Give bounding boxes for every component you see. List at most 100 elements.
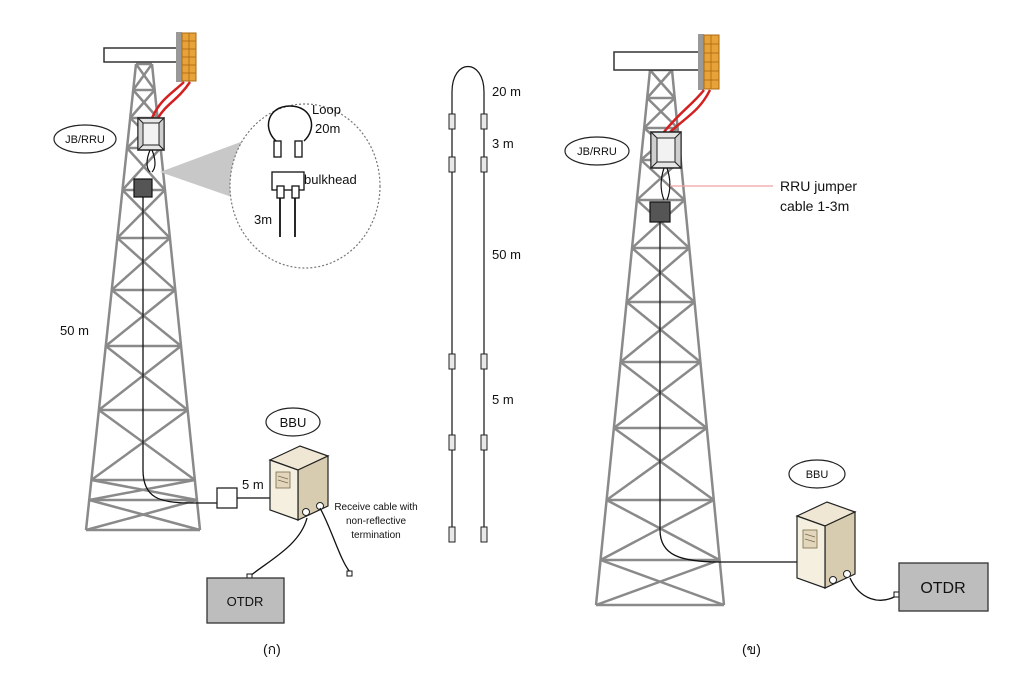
panel-b: RRU jumper cable 1-3m JB/RRU BBU OTDR (ข… — [564, 34, 989, 657]
bulkhead-detail — [271, 171, 305, 237]
cable-connector — [480, 526, 488, 543]
tower-brace — [646, 69, 673, 99]
cable-connector — [480, 156, 488, 173]
tower-brace — [110, 289, 182, 347]
fiber-cable-a — [142, 197, 217, 504]
otdr-label-a: OTDR — [227, 594, 264, 609]
tower-brace — [110, 237, 171, 291]
cable-connector — [480, 353, 488, 370]
unrolled-fiber — [451, 65, 485, 530]
tower-brace — [595, 558, 721, 607]
tower-brace — [625, 301, 702, 363]
receive-note-line3: termination — [351, 530, 400, 541]
bulkhead-label: bulkhead — [304, 172, 357, 187]
tower-brace — [640, 159, 686, 201]
bbu-label-bubble-b — [788, 459, 846, 489]
tower-brace — [116, 189, 166, 239]
receive-note-line2: non-reflective — [346, 516, 406, 527]
tower-brace — [613, 426, 715, 502]
tower-brace — [88, 478, 196, 502]
loop-length-label: 20m — [315, 121, 340, 136]
tower-brace — [649, 69, 676, 99]
tower-leg — [84, 63, 138, 531]
receive-length-label: 5 m — [242, 477, 264, 492]
tower-brace — [625, 247, 691, 303]
bbu-server-b — [795, 501, 857, 589]
segment-label-1: 3 m — [492, 136, 514, 151]
bbu-label-b: BBU — [806, 469, 829, 481]
otdr-connector-b — [893, 591, 900, 598]
jumper-length-label: 3m — [254, 212, 272, 227]
loop-detail — [267, 105, 313, 158]
tower-brace — [90, 408, 189, 482]
otdr-box-b — [898, 562, 989, 612]
otdr-cable-a — [249, 517, 308, 577]
receive-cable-a — [319, 507, 351, 573]
zoom-cone — [160, 140, 246, 202]
tower-brace — [599, 498, 715, 562]
tower-b-arm — [613, 51, 701, 71]
cable-connector — [480, 113, 488, 130]
tower-brace — [646, 97, 679, 129]
bbu-server-a — [268, 445, 330, 521]
panel-a: Loop 20m bulkhead 3m JB/RRU 50 m 5 m BBU — [53, 32, 418, 657]
cable-connector — [448, 156, 456, 173]
red-jumper-b — [663, 89, 712, 133]
cable-connector — [480, 434, 488, 451]
cable-connector — [448, 434, 456, 451]
tower-brace — [98, 345, 182, 411]
fiber-cable-b — [659, 222, 800, 563]
bbu-label-bubble-a — [265, 407, 321, 437]
rru-loop-b — [660, 167, 671, 201]
cable-connector — [448, 526, 456, 543]
segment-label-3: 5 m — [492, 392, 514, 407]
jumper-note-line1: RRU jumper — [780, 178, 857, 194]
tower-brace — [132, 63, 154, 91]
segment-label-2: 50 m — [492, 247, 521, 262]
tower-brace — [619, 301, 696, 363]
cable-connector — [448, 353, 456, 370]
receive-note-line1: Receive cable with — [334, 502, 417, 513]
tower-brace — [631, 199, 686, 249]
jb-rru-label-b: JB/RRU — [577, 146, 617, 158]
jb-rru-label-bubble-a — [53, 124, 117, 154]
tower-brace — [134, 63, 156, 91]
antenna-a — [176, 32, 197, 82]
unrolled-cable: 20 m 3 m 50 m 5 m — [448, 65, 521, 543]
launch-box-a — [216, 487, 238, 509]
cable-connector — [448, 113, 456, 130]
bbu-label-a: BBU — [280, 415, 307, 430]
jb-rru-label-bubble-b — [564, 136, 630, 166]
loop-label: Loop — [312, 102, 341, 117]
otdr-cable-b — [849, 577, 897, 601]
junction-box-b — [649, 201, 671, 223]
junction-box-a — [133, 178, 153, 198]
tower-brace — [619, 361, 708, 429]
otdr-box-a — [206, 577, 285, 624]
red-jumper-a — [150, 81, 192, 119]
zoom-detail-ellipse — [229, 103, 381, 269]
tower-brace — [126, 147, 166, 191]
rru-loop-a — [146, 149, 156, 173]
segment-label-0: 20 m — [492, 84, 521, 99]
tower-brace — [631, 247, 696, 303]
tower-brace — [605, 426, 708, 502]
otdr-label-b: OTDR — [920, 580, 965, 597]
tower-brace — [85, 498, 198, 532]
tower-brace — [116, 237, 177, 291]
tower-a-arm — [103, 47, 185, 63]
tower-brace — [613, 361, 702, 429]
jb-rru-label-a: JB/RRU — [65, 134, 105, 146]
tower-brace — [129, 89, 156, 119]
tower-a — [84, 62, 202, 532]
jumper-note-line2: cable 1-3m — [780, 198, 849, 214]
tower-brace — [600, 558, 725, 607]
tower-brace — [636, 199, 691, 249]
tower-brace — [104, 345, 189, 411]
antenna-b — [698, 34, 720, 90]
caption-a: (ก) — [263, 641, 281, 657]
tower-brace — [98, 408, 196, 482]
tower-height-label: 50 m — [60, 323, 89, 338]
rru-box-b — [650, 130, 682, 170]
